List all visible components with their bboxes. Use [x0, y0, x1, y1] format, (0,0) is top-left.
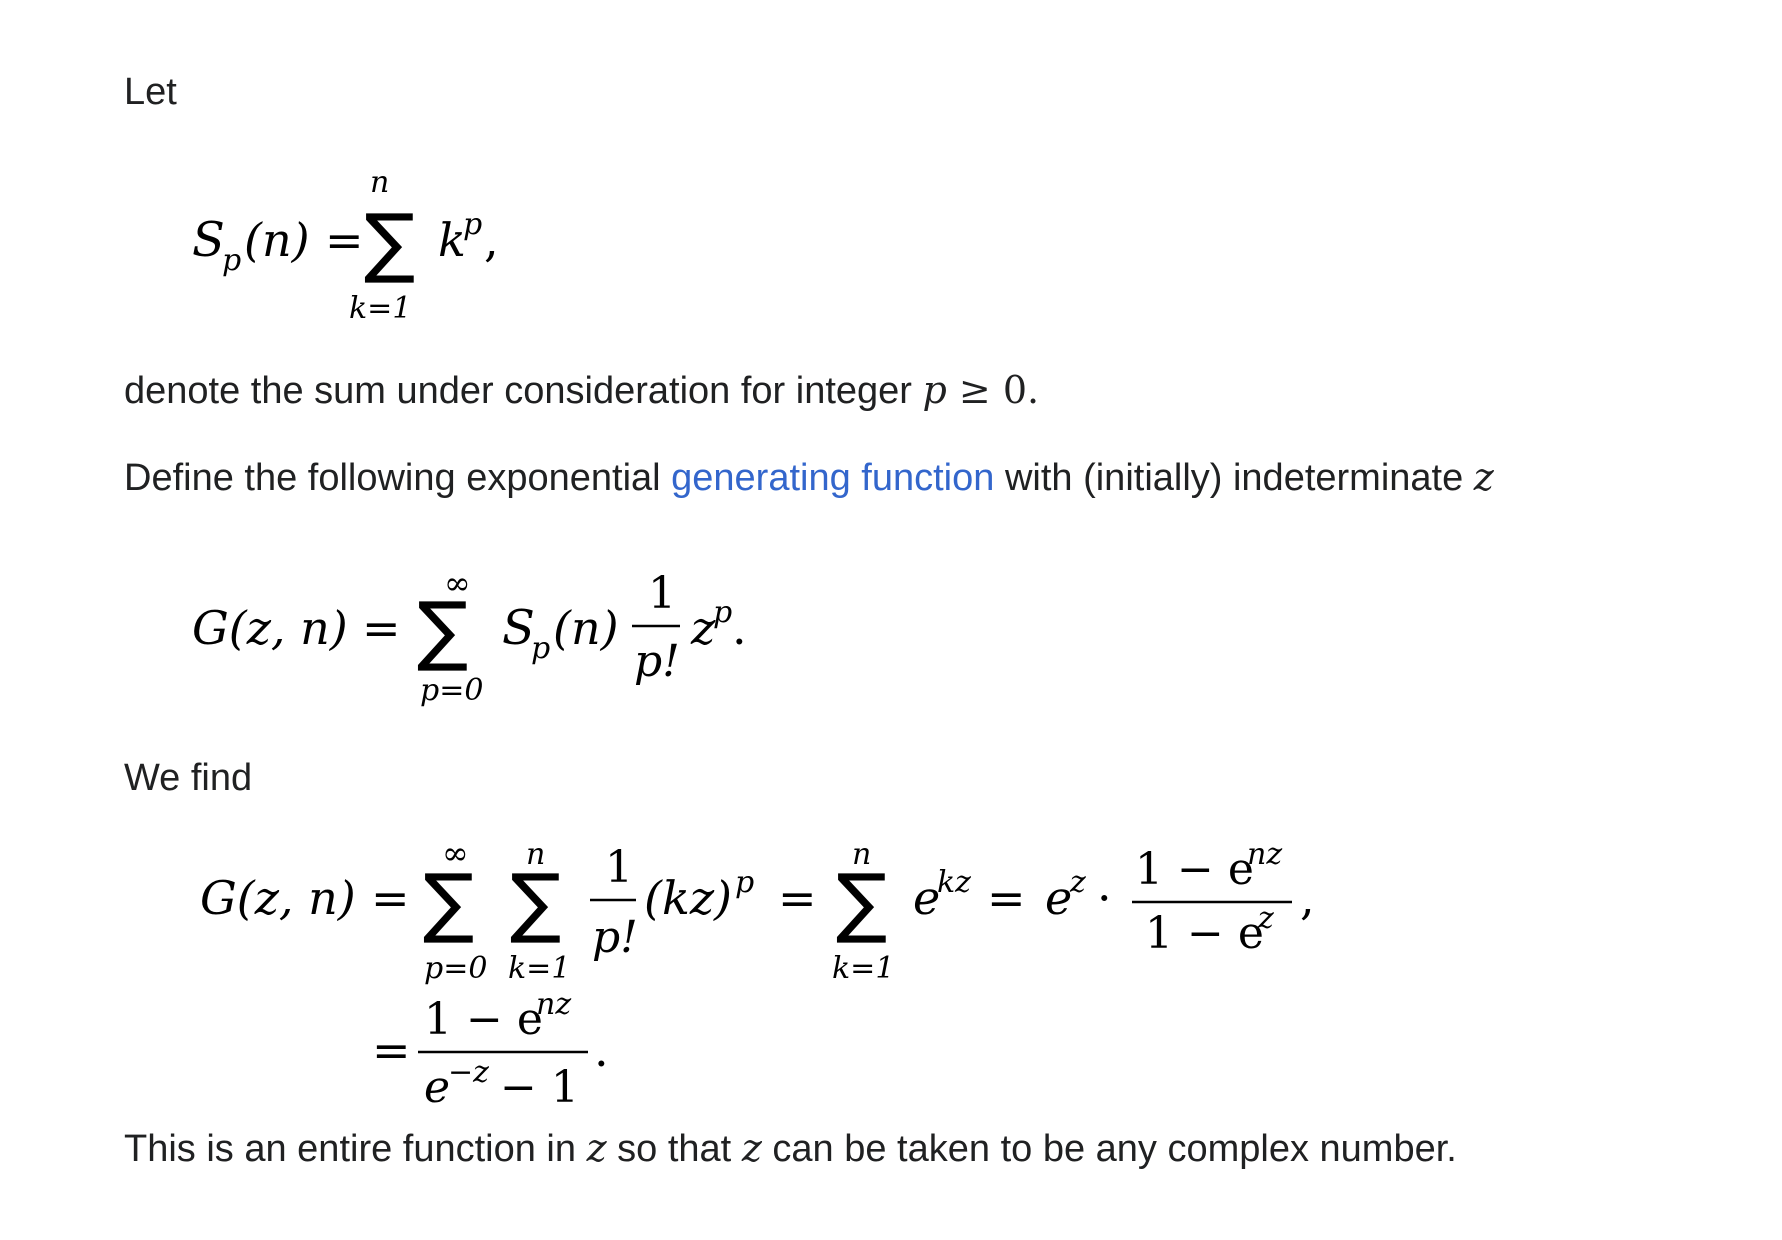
entire-var-z1: z	[586, 1126, 607, 1170]
eq3-equals-3: =	[987, 871, 1026, 925]
eq3-sum1-lower: p=0	[424, 951, 487, 986]
eq4-num: 1 − e	[424, 994, 543, 1045]
entire-var-z2: z	[741, 1126, 762, 1170]
denote-var-p: p	[922, 368, 947, 412]
eq2-S: S	[502, 600, 535, 656]
eq2-frac-den: p!	[634, 636, 680, 687]
equation-result: = 1 − e nz e −z − 1 .	[372, 990, 609, 1113]
eq3-kz: (kz)	[644, 871, 732, 925]
eq3-sum3-lower: k=1	[832, 951, 894, 986]
eq1-S: S	[192, 212, 225, 268]
eq4-period: .	[594, 1023, 609, 1077]
entire-text-a: This is an entire function in	[124, 1128, 587, 1170]
eq1-equals: =	[325, 213, 364, 267]
eq3-e: e	[913, 871, 940, 925]
eq2-z: z	[690, 601, 716, 655]
eq3-ez: e	[1045, 871, 1072, 925]
eq2-S-arg: (n)	[553, 601, 619, 655]
eq4-num-exp: nz	[536, 990, 571, 1022]
equation-generating-function: G(z, n) = ∞ ∑ p=0 S p (n) 1 p! z p .	[192, 564, 747, 708]
eq2-S-sub: p	[531, 631, 550, 666]
eq3-comma: ,	[1300, 871, 1315, 925]
eq1-upper: n	[370, 168, 389, 200]
equation-sum-definition: S p (n) = n ∑ k=1 k p ,	[192, 168, 499, 326]
eq3-fnum: 1 − e	[1135, 844, 1254, 895]
equation-derivation: G(z, n) = ∞ ∑ p=0 n ∑ k=1 1 p! (kz) p = …	[200, 834, 1315, 986]
we-find-text: We find	[124, 757, 253, 799]
entire-text-c: can be taken to be any complex number.	[761, 1128, 1457, 1170]
define-text-after: with (initially) indeterminate	[994, 457, 1474, 499]
eq4-den-exp: −z	[448, 1055, 489, 1090]
eq3-dot: ·	[1097, 871, 1112, 925]
paragraph-we-find: We find	[124, 754, 252, 802]
eq3-equals-2: =	[778, 871, 817, 925]
generating-function-link[interactable]: generating function	[671, 457, 995, 499]
eq3-frac-num: 1	[605, 842, 633, 893]
eq1-S-sub: p	[222, 243, 241, 278]
eq4-equals: =	[372, 1023, 411, 1077]
eq1-lower: k=1	[349, 291, 411, 326]
eq3-fden-exp: z	[1257, 901, 1274, 936]
eq2-frac-num: 1	[648, 568, 676, 619]
eq3-sum3-sign: ∑	[836, 857, 887, 946]
eq3-kz-exp: p	[735, 865, 754, 900]
eq3-sum1-upper: ∞	[442, 834, 469, 872]
eq3-sum2-upper: n	[526, 837, 545, 872]
eq4-den-rest: − 1	[500, 1062, 579, 1113]
paragraph-let: Let	[124, 68, 177, 116]
entire-text-b: so that	[606, 1128, 742, 1170]
eq3-lhs: G(z, n)	[200, 871, 356, 925]
eq4-den-e: e	[424, 1062, 450, 1113]
eq3-e-exp: kz	[937, 865, 971, 900]
eq3-sum3-upper: n	[852, 837, 871, 872]
eq1-arg: (n)	[244, 213, 310, 267]
eq1-comma: ,	[484, 213, 499, 267]
eq3-sum1-sign: ∑	[423, 857, 474, 946]
define-var-z: z	[1473, 455, 1494, 499]
eq3-frac-den: p!	[592, 912, 638, 963]
eq1-sum-sign: ∑	[364, 197, 415, 286]
eq3-fnum-exp: nz	[1247, 837, 1282, 872]
let-text: Let	[124, 71, 177, 113]
eq3-equals-1: =	[371, 871, 410, 925]
eq2-upper: ∞	[444, 564, 471, 602]
define-text-before: Define the following exponential	[124, 457, 672, 499]
eq3-sum2-sign: ∑	[510, 857, 561, 946]
paragraph-entire-function: This is an entire function in z so that …	[124, 1124, 1457, 1173]
eq3-fden: 1 − e	[1145, 908, 1264, 959]
denote-relation: ≥ 0.	[946, 368, 1040, 412]
eq1-term-base: k	[438, 213, 466, 267]
eq2-lower: p=0	[420, 673, 483, 708]
eq2-z-exp: p	[713, 595, 732, 630]
eq2-period: .	[732, 601, 747, 655]
paragraph-define: Define the following exponential generat…	[124, 453, 1494, 502]
eq3-ez-exp: z	[1069, 865, 1086, 900]
paragraph-denote: denote the sum under consideration for i…	[124, 366, 1039, 415]
eq2-lhs: G(z, n)	[192, 601, 348, 655]
eq1-term-exp: p	[463, 207, 482, 242]
eq3-sum2-lower: k=1	[508, 951, 570, 986]
eq2-equals: =	[362, 601, 401, 655]
denote-text: denote the sum under consideration for i…	[124, 370, 923, 412]
eq2-sum-sign: ∑	[417, 585, 468, 674]
